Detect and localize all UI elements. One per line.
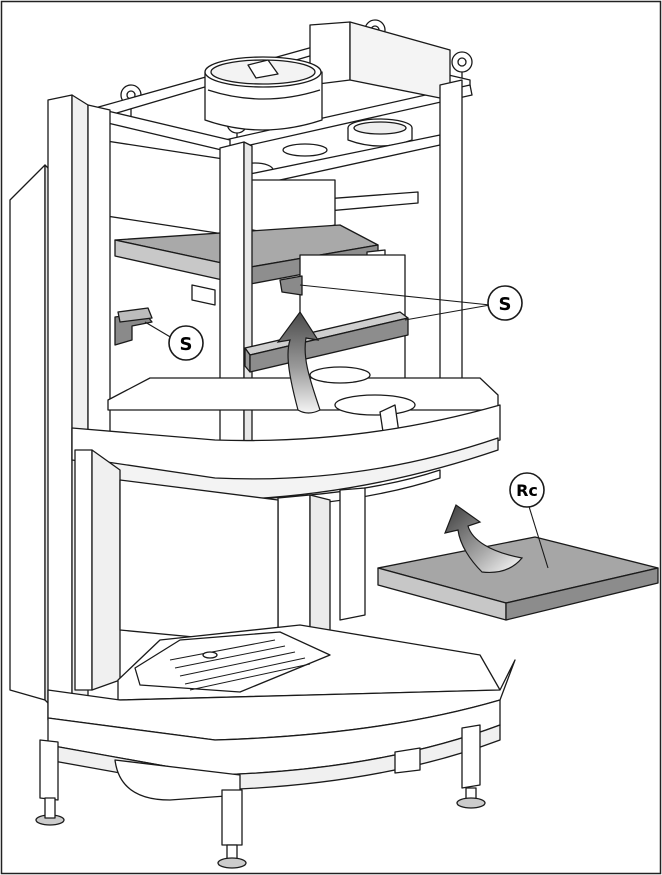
lower-center-post-side: [309, 494, 331, 641]
flue-ring-right: [347, 118, 413, 147]
right-back-post: [439, 79, 463, 406]
roller-top-right: [451, 51, 473, 85]
leader-s-left: [144, 321, 173, 339]
left-front-post: [47, 94, 73, 721]
callout-rc-label: Rc: [516, 481, 538, 500]
leader-s-right-lower: [404, 304, 491, 321]
upper-front-center-post-side: [243, 141, 253, 473]
callout-rc: Rc: [509, 472, 545, 508]
lower-right-post: [339, 487, 366, 621]
lift-arrow-rc: [444, 504, 524, 574]
lower-left-door-frame: [74, 449, 93, 691]
ring-grate: [334, 394, 416, 416]
leader-s-right-upper: [299, 284, 491, 306]
plate-support-bracket: [191, 284, 216, 306]
lower-center-post: [277, 494, 311, 646]
ring-grate-left: [309, 366, 371, 384]
left-s-bracket-top: [117, 307, 153, 323]
firebox-back-wall: [119, 479, 279, 646]
upper-shelf-top: [244, 134, 441, 188]
base-junction-box: [394, 747, 421, 774]
upper-front-center-post: [219, 141, 245, 479]
leg-left: [35, 739, 65, 826]
leg-center: [217, 789, 247, 869]
upper-front-band-bottom: [79, 437, 499, 501]
leader-rc: [526, 499, 549, 569]
upper-front-left-post: [87, 104, 111, 441]
callout-s-right: S: [487, 285, 523, 321]
top-back-bracket-right: [349, 21, 451, 101]
right-s-bracket: [279, 275, 303, 296]
flue-ring-center: [282, 143, 328, 157]
callout-s-left-label: S: [180, 334, 193, 355]
ash-grate-slots: [169, 639, 311, 691]
lift-arrow-baffle: [276, 310, 321, 414]
inner-canopy: [99, 139, 236, 236]
leg-right: [456, 724, 486, 809]
base-drum: [114, 759, 241, 801]
callout-s-left: S: [168, 325, 204, 361]
rc-plate: [377, 536, 659, 621]
ash-grate-knob: [202, 651, 218, 659]
lower-left-door-frame-inner: [91, 449, 121, 691]
flue-collar: [204, 56, 323, 131]
left-side-wall: [9, 164, 46, 701]
callout-s-right-label: S: [499, 294, 512, 315]
